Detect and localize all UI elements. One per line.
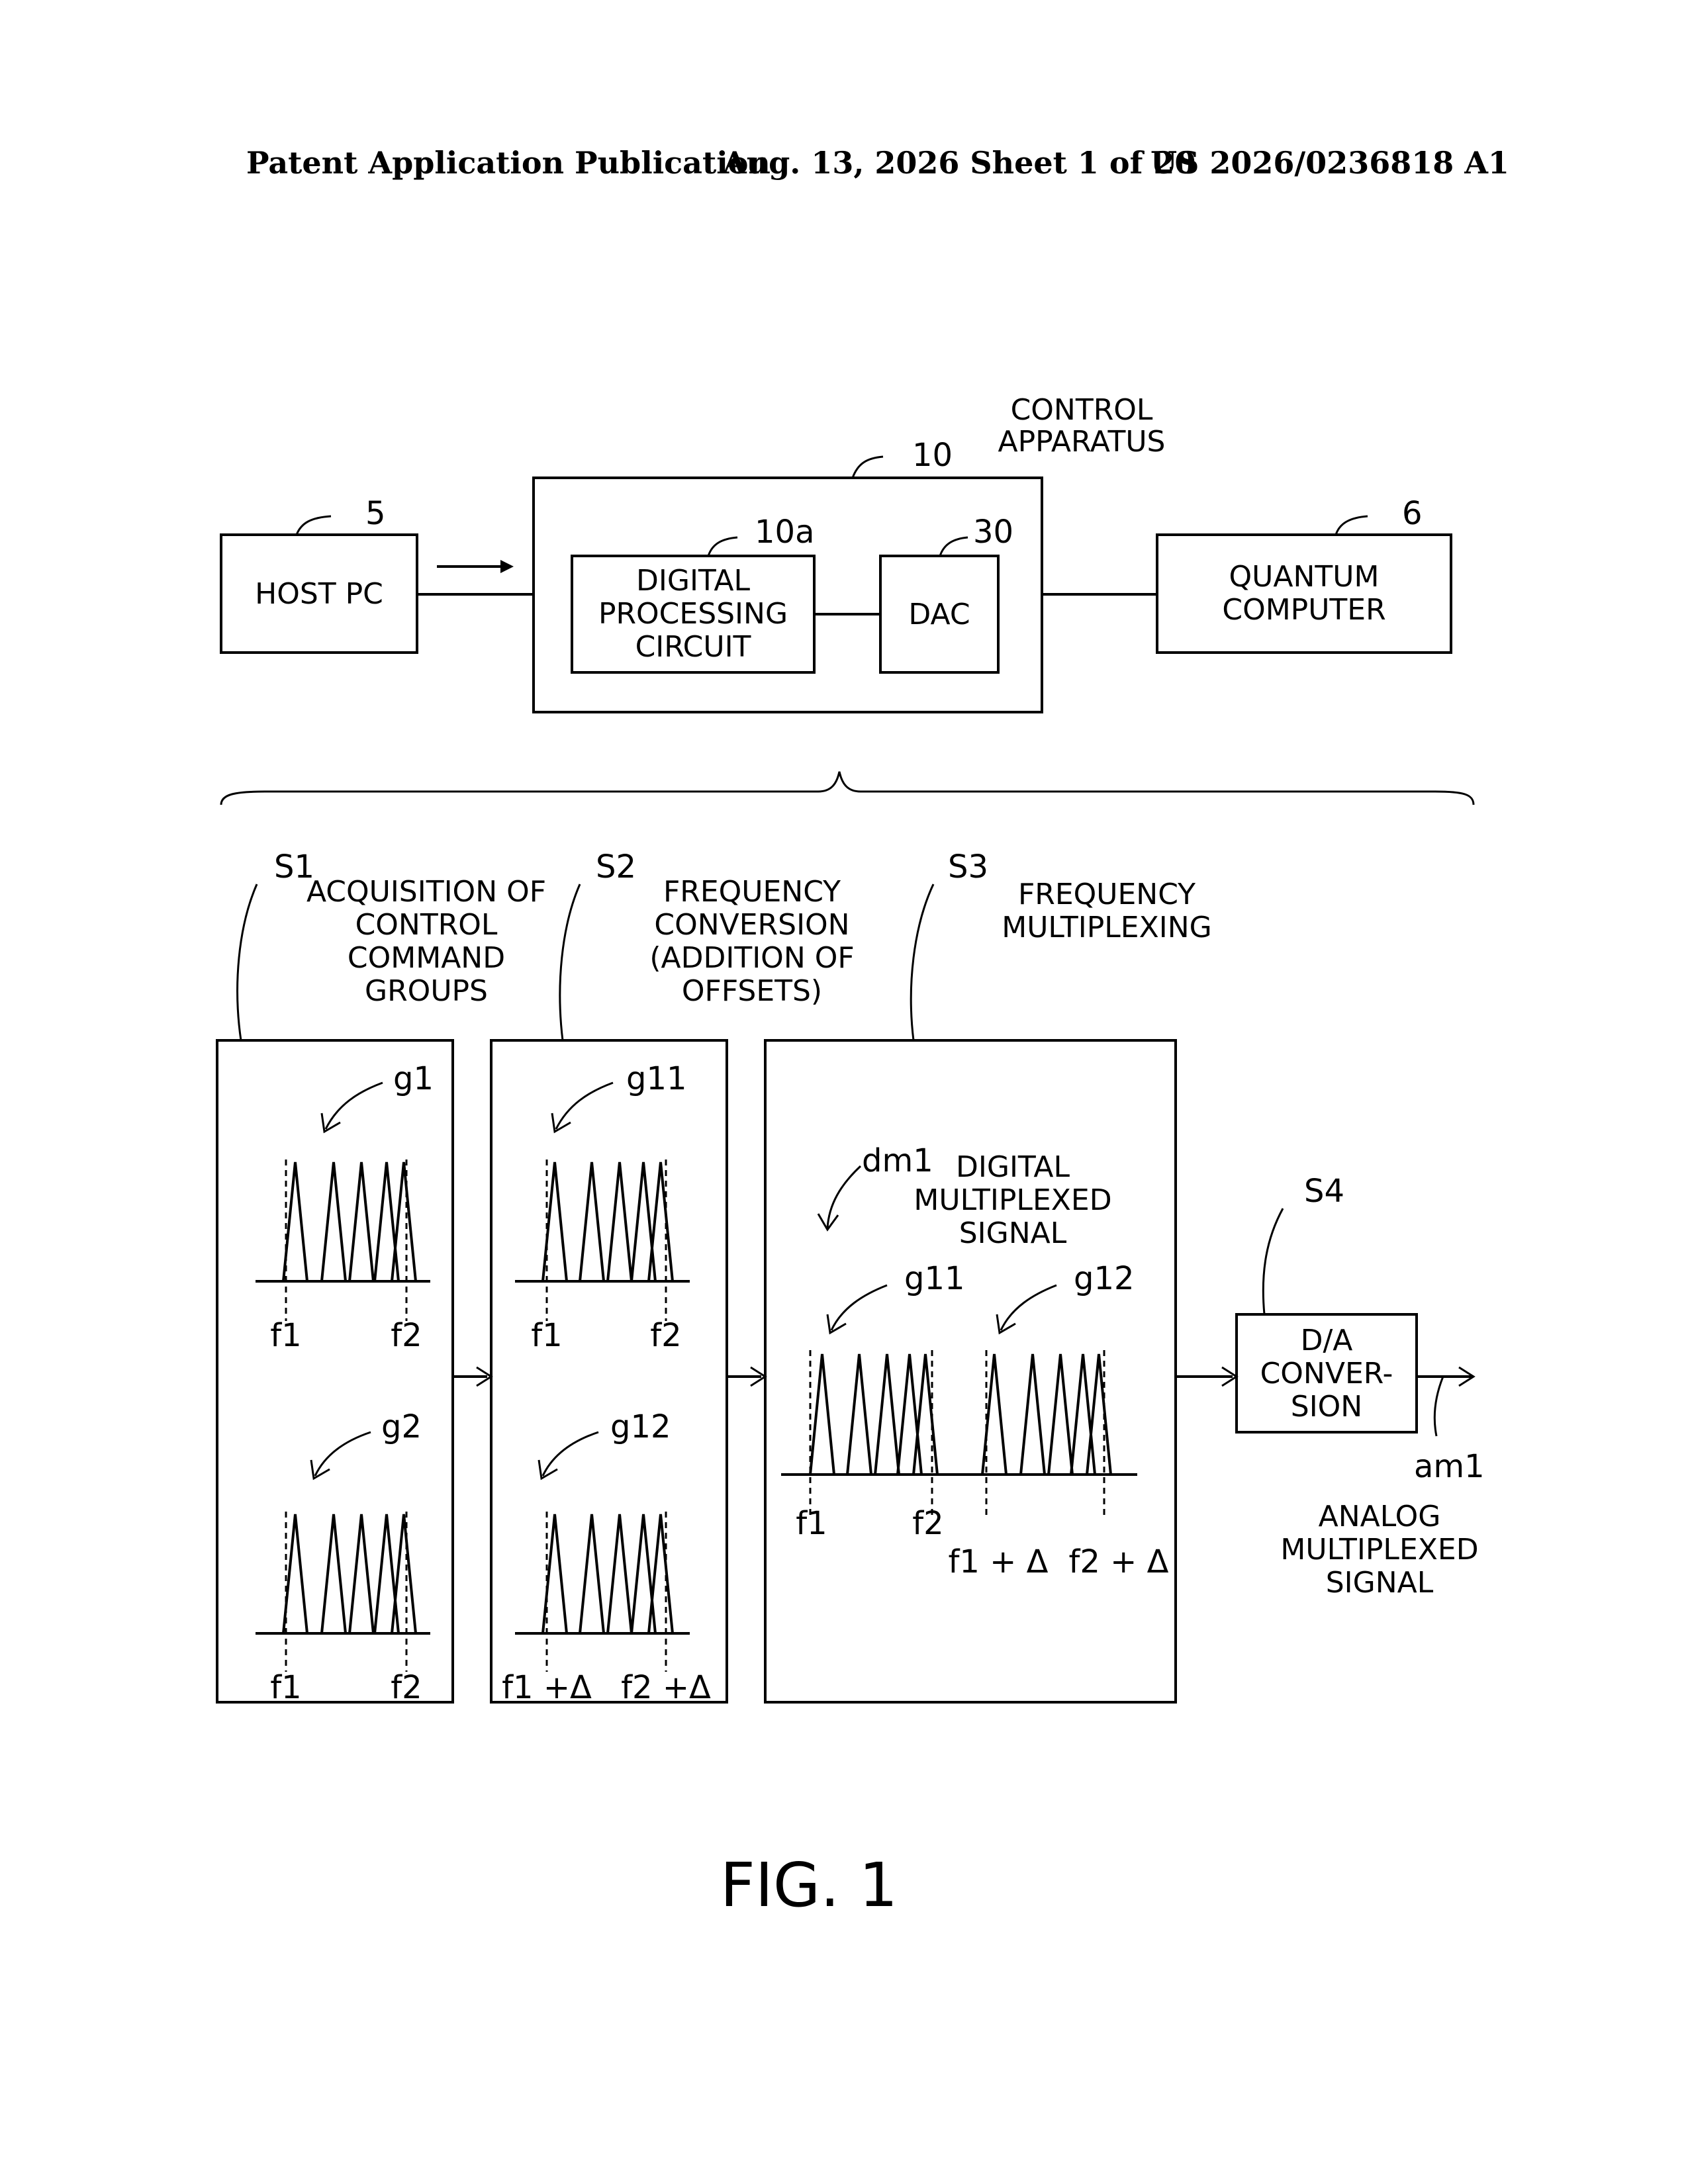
dac-leader	[940, 537, 968, 556]
s1-label-line2: CONTROL	[355, 908, 498, 942]
arrow-head	[322, 1113, 340, 1132]
header-publication: Patent Application Publication	[246, 145, 771, 181]
control-apparatus-leader	[853, 457, 883, 478]
control-apparatus-label-line2: APPARATUS	[998, 425, 1166, 459]
dac-ref: 30	[973, 514, 1013, 551]
g11-f1-label: f1	[531, 1317, 562, 1354]
g1-f1-label: f1	[270, 1317, 301, 1354]
s2-label-line1: FREQUENCY	[663, 875, 841, 909]
g2-f2-label: f2	[391, 1669, 422, 1706]
s1-label-line4: GROUPS	[365, 974, 488, 1008]
digital-processing-label-line2: PROCESSING	[598, 597, 788, 631]
g2-ref: g2	[381, 1408, 422, 1445]
figure-label: FIG. 1	[720, 1850, 898, 1921]
arrow-head	[827, 1314, 846, 1333]
s1-panel	[217, 1040, 453, 1702]
g1-peaks	[283, 1162, 416, 1281]
host-pc-label: HOST PC	[255, 577, 383, 611]
am1-label-line1: ANALOG	[1319, 1500, 1441, 1533]
s3-panel	[765, 1040, 1176, 1702]
s4-ref: S4	[1304, 1173, 1344, 1210]
arrow-head	[997, 1314, 1015, 1333]
quantum-computer-ref: 6	[1402, 495, 1423, 532]
dm1-g12-peaks	[982, 1354, 1111, 1475]
s2-panel	[491, 1040, 727, 1702]
dm1-label-line3: SIGNAL	[959, 1216, 1067, 1250]
control-apparatus-label-line1: CONTROL	[1011, 393, 1153, 427]
s2-leader	[560, 884, 580, 1040]
dm1-f2-label: f2	[912, 1505, 943, 1542]
header-number: US 2026/0236818 A1	[1150, 145, 1509, 181]
dm1-g12-curved-arrow	[1001, 1285, 1056, 1330]
control-apparatus-ref: 10	[912, 437, 953, 474]
s2-ref: S2	[596, 848, 636, 886]
expansion-brace	[221, 772, 1474, 805]
host-pc-ref: 5	[365, 495, 386, 532]
digital-processing-ref: 10a	[755, 514, 815, 551]
dm1-g11-curved-arrow	[831, 1285, 887, 1330]
g1-curved-arrow	[326, 1083, 383, 1129]
arrow-head	[500, 560, 514, 573]
s4-label-line3: SION	[1291, 1390, 1362, 1424]
s1-leader	[238, 884, 257, 1040]
s2-label-line4: OFFSETS)	[682, 974, 822, 1008]
digital-processing-label-line3: CIRCUIT	[635, 630, 751, 664]
s3-label-line2: MULTIPLEXING	[1002, 911, 1211, 944]
s2-label-line2: CONVERSION	[654, 908, 849, 942]
quantum-computer-leader	[1336, 516, 1368, 535]
quantum-computer-label-line1: QUANTUM	[1229, 560, 1380, 594]
g2-peaks	[283, 1514, 416, 1633]
dm1-g12-ref: g12	[1074, 1260, 1135, 1297]
g2-f1-label: f1	[270, 1669, 301, 1706]
dm1-f2-delta-label: f2 + Δ	[1068, 1543, 1168, 1580]
dm1-f1-label: f1	[796, 1505, 827, 1542]
s3-leader	[911, 884, 933, 1040]
arrow-head	[552, 1113, 571, 1132]
s3-ref: S3	[948, 848, 988, 886]
arrow-head	[311, 1460, 330, 1479]
g12-ref: g12	[610, 1408, 671, 1445]
g1-ref: g1	[393, 1060, 434, 1097]
dac-label: DAC	[908, 598, 970, 631]
g11-curved-arrow	[556, 1083, 613, 1129]
dm1-g11-ref: g11	[904, 1260, 965, 1297]
s2-label-line3: (ADDITION OF	[649, 941, 854, 975]
g12-f2-delta-label: f2 +Δ	[621, 1669, 711, 1706]
dm1-curved-arrow	[827, 1166, 861, 1228]
g12-peaks	[543, 1514, 673, 1633]
dm1-label-line1: DIGITAL	[956, 1150, 1070, 1184]
g12-curved-arrow	[543, 1432, 598, 1476]
dm1-ref: dm1	[862, 1142, 933, 1179]
digital-processing-label-line1: DIGITAL	[636, 564, 750, 598]
am1-label-line3: SIGNAL	[1326, 1566, 1434, 1600]
digital-processing-leader	[708, 537, 737, 556]
g11-f2-label: f2	[650, 1317, 681, 1354]
am1-label-line2: MULTIPLEXED	[1280, 1533, 1478, 1567]
g12-f1-delta-label: f1 +Δ	[502, 1669, 592, 1706]
s1-label-line1: ACQUISITION OF	[306, 875, 546, 909]
host-pc-leader	[297, 516, 331, 535]
g2-curved-arrow	[315, 1432, 371, 1476]
quantum-computer-label-line2: COMPUTER	[1222, 593, 1385, 627]
dm1-f1-delta-label: f1 + Δ	[948, 1543, 1048, 1580]
am1-leader	[1434, 1377, 1443, 1436]
s4-label-line1: D/A	[1301, 1324, 1353, 1357]
header-date-sheet: Aug. 13, 2026 Sheet 1 of 20	[722, 145, 1196, 181]
g11-peaks	[543, 1162, 673, 1281]
dm1-g11-peaks	[810, 1354, 937, 1475]
dm1-label-line2: MULTIPLEXED	[914, 1183, 1111, 1217]
s1-label-line3: COMMAND	[348, 941, 505, 975]
arrow-head	[539, 1460, 557, 1479]
g1-f2-label: f2	[391, 1317, 422, 1354]
s4-leader	[1263, 1208, 1283, 1314]
am1-ref: am1	[1414, 1448, 1485, 1485]
s4-label-line2: CONVER-	[1260, 1357, 1393, 1390]
s3-label-line1: FREQUENCY	[1018, 878, 1196, 911]
g11-ref: g11	[626, 1060, 687, 1097]
